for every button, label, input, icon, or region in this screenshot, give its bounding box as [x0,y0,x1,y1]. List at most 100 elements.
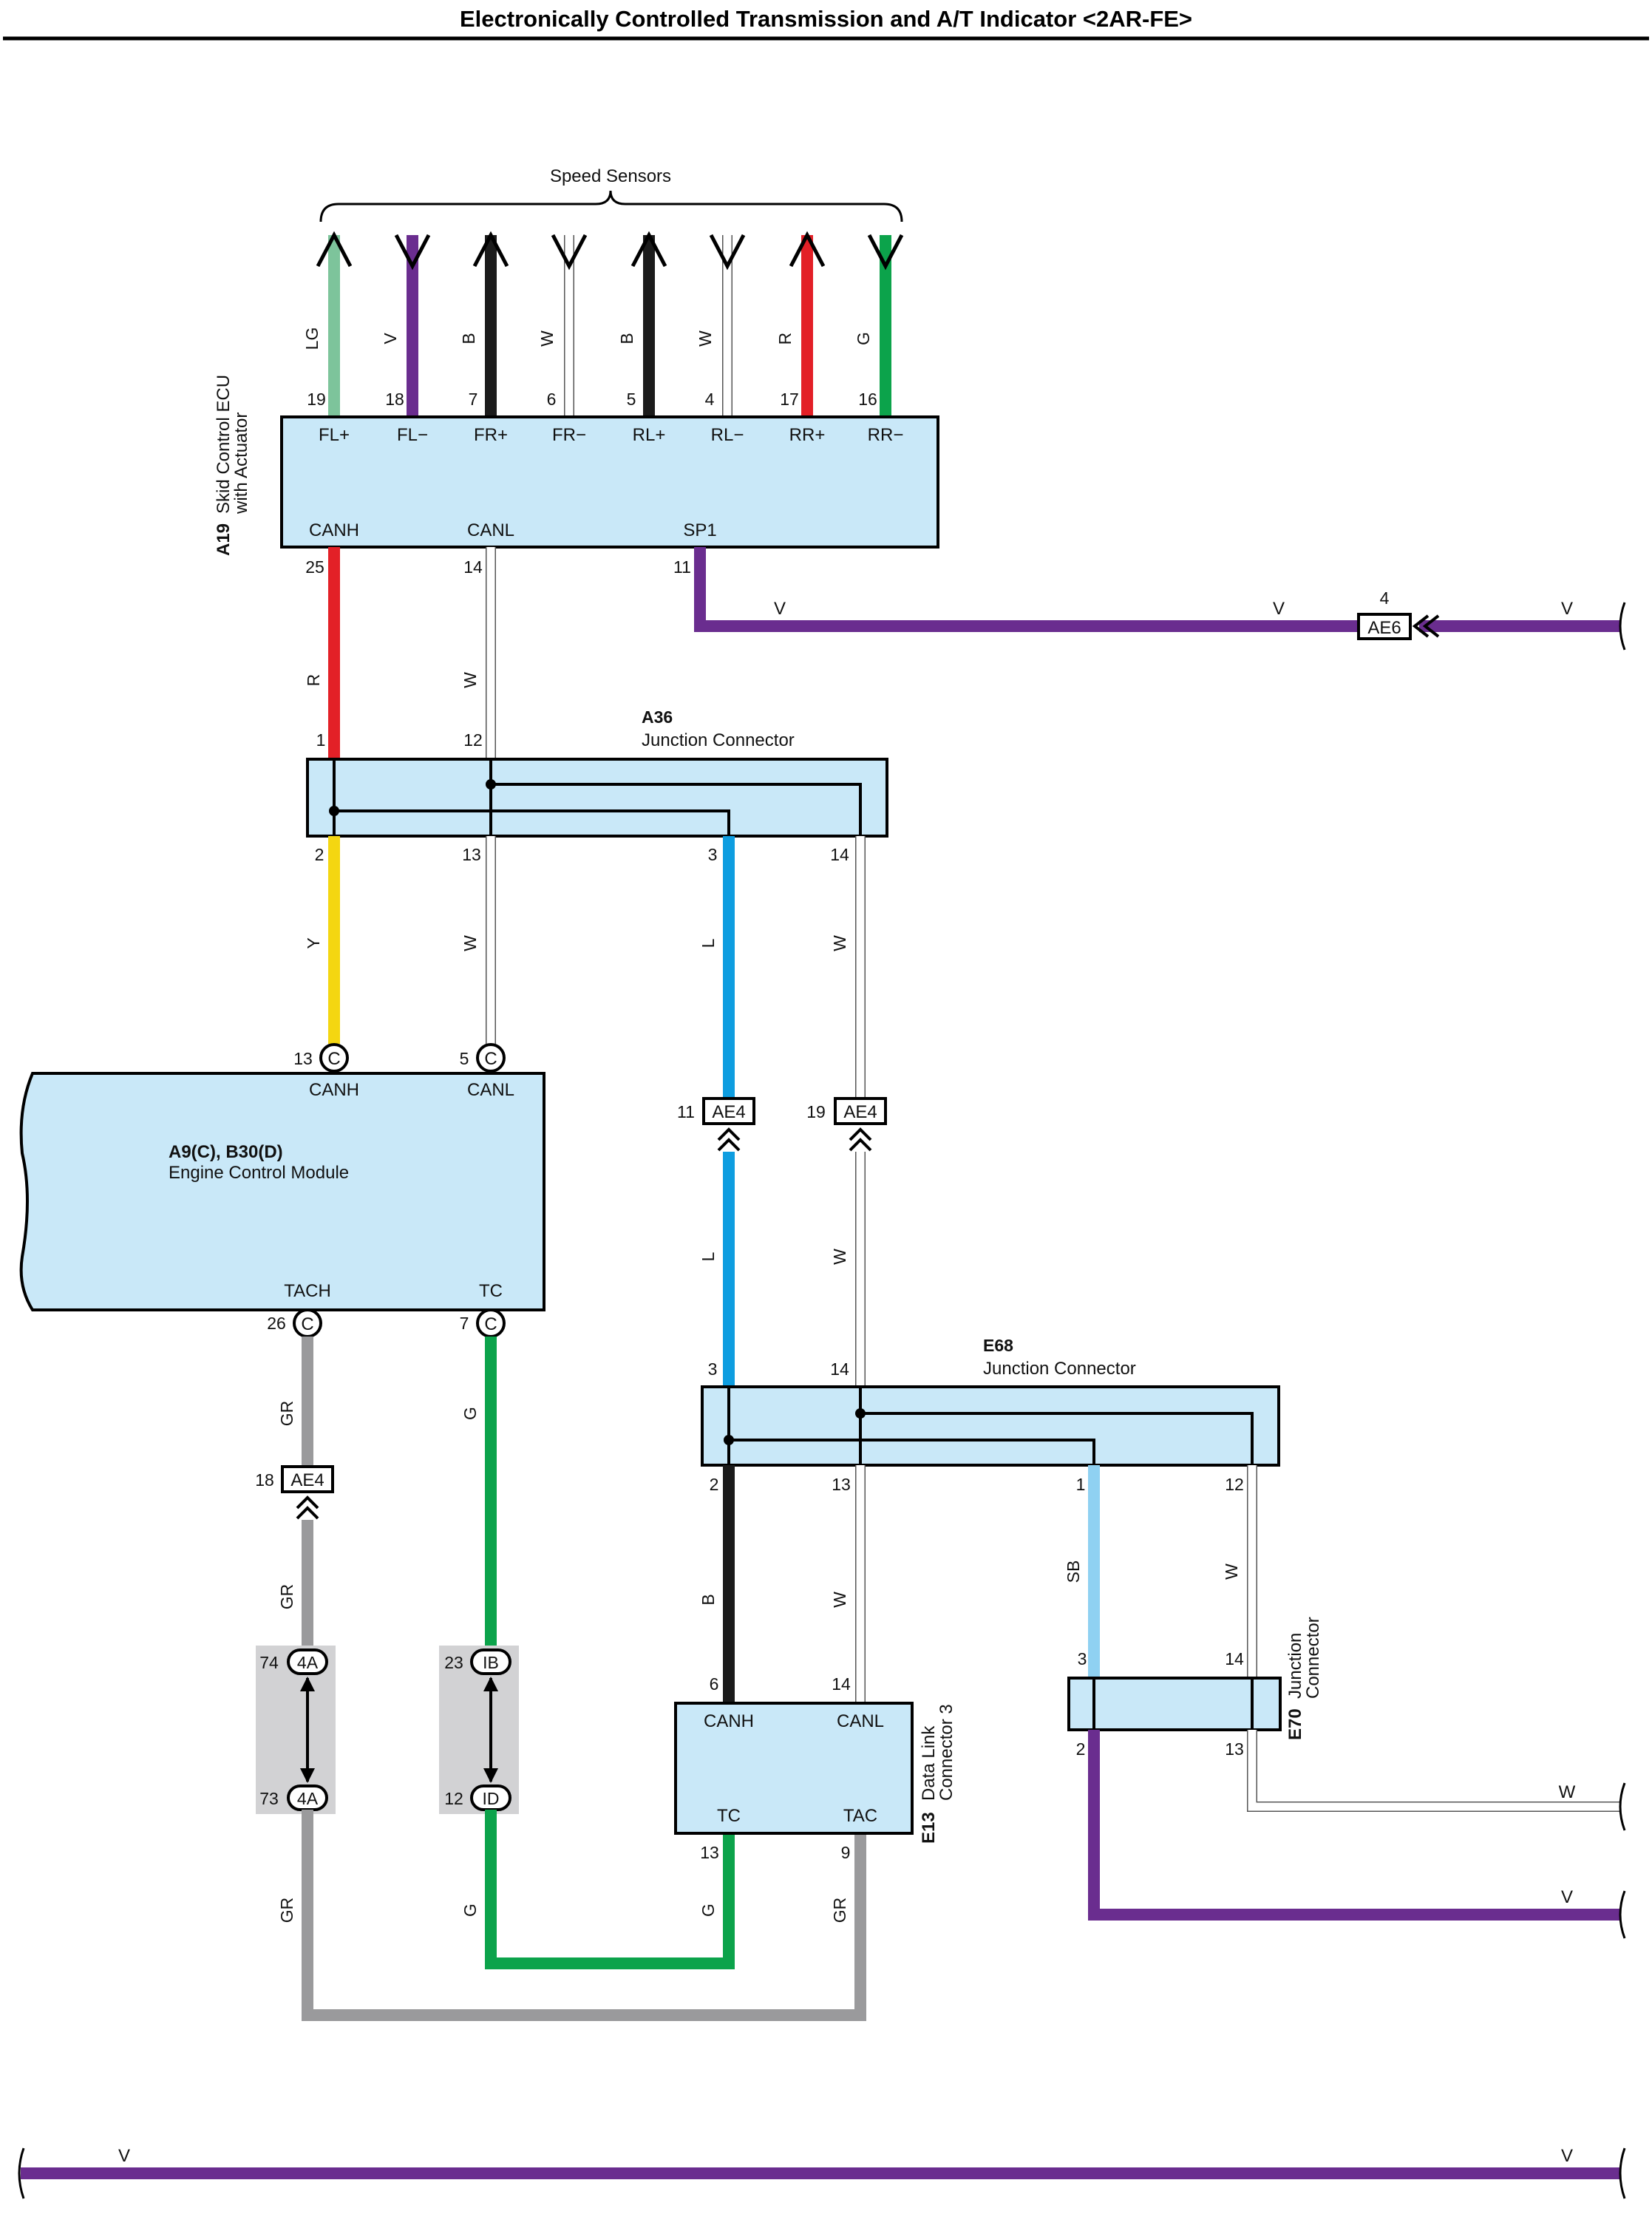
a19-signal-RR−: RR− [868,425,904,445]
a19-sp1-label: SP1 [683,520,716,540]
e68-name: Junction Connector [983,1359,1136,1379]
e68-splice-dot [855,1408,866,1419]
inline-4a-top: 4A 74 [259,1648,328,1675]
ae4-l-pin: 11 [677,1102,695,1121]
wire-g-to-tc [485,1810,735,1969]
a19-signal-FL+: FL+ [319,425,350,445]
a19-canh-label: CANH [309,520,359,540]
e70-name-line2: Connector [1303,1617,1323,1699]
a36-box [306,758,888,838]
speed-sensor-wire-RL−: W4 [696,234,746,417]
break-mark-v [1619,1890,1626,1939]
speed-sensor-color-label: LG [302,327,322,350]
inline-4a-pin-bottom: 73 [259,1789,279,1808]
ae4-connector-gr: AE4 18 [255,1465,334,1520]
a19-signal-RR+: RR+ [789,425,826,445]
speed-sensor-pin: 18 [385,390,404,409]
a19-name-line1: Skid Control ECU [214,375,234,514]
a19-canl-label: CANL [467,520,514,540]
ecm-pin-tach: 26 [267,1314,286,1333]
speed-sensor-wire-FL+: LG 19 [302,231,353,417]
inline-ib-bottom: ID 12 [444,1785,511,1811]
wire-label-g1: G [460,1407,480,1420]
ecm-pin-canl: 5 [460,1049,469,1068]
arrow-down-icon [394,234,431,271]
wire-label-gr1: GR [277,1401,296,1427]
inline-ib-top: IB 23 [444,1648,511,1675]
e13-pin-canl: 14 [832,1674,851,1694]
a19-signal-FR+: FR+ [474,425,508,445]
inline-ib-top-label: IB [483,1653,499,1672]
speed-sensor-pin: 4 [705,390,715,409]
ae4-connector-w: AE4 19 [806,1097,887,1152]
ecm-conn-label: C [484,1314,497,1334]
speed-sensors-brace [319,190,903,223]
e70-pin-3: 3 [1078,1649,1087,1668]
e68-pin-2: 2 [710,1475,719,1494]
e13-box [674,1702,914,1835]
wire-gr-to-tac [302,1810,866,2021]
e70-box [1067,1677,1282,1731]
e68-box [701,1385,1280,1467]
wire-label-l: L [698,938,718,948]
wire-label-gr-e13: GR [830,1898,849,1923]
a36-name: Junction Connector [642,730,795,750]
a19-name: A19 Skid Control ECU with Actuator [214,375,251,556]
wire-label-w14: W [830,935,849,951]
speed-sensor-color-label: W [537,330,557,347]
wire-v-right [1088,1730,1621,1921]
speed-sensor-pin: 19 [307,390,326,409]
ecm-id: A9(C), B30(D) [169,1142,283,1162]
e13-name: E13 Data Link Connector 3 [919,1704,956,1844]
arrow-up-icon [316,231,353,268]
ae6-pin: 4 [1380,588,1390,608]
wire-label-g-left: G [460,1904,480,1917]
e70-name-line1: Junction [1285,1633,1305,1699]
ecm-pin-c-tc: C [476,1308,506,1338]
a36-pin-1: 1 [316,730,326,750]
speed-sensor-color-label: R [775,333,795,345]
ae4-w-pin: 19 [806,1102,826,1121]
wire-label-v-bottom-left: V [118,2146,130,2166]
wire-label-sb: SB [1064,1561,1083,1583]
speed-sensor-color-label: B [617,333,636,344]
arrow-up-icon [630,231,667,268]
ecm-pin-c-canh: C [319,1043,349,1073]
a36-splice-dot [329,806,339,816]
speed-sensor-pin: 7 [469,390,478,409]
break-mark-sp1 [1619,602,1626,651]
wire-label-w-e13: W [830,1592,849,1608]
wire-label-v-bottom-right: V [1561,2146,1573,2166]
a36-id: A36 [642,707,673,727]
speed-sensor-wire-RR−: G16 [854,234,904,417]
a36-pin-2: 2 [315,845,324,864]
e13-pin-tc: 13 [700,1843,719,1862]
speed-sensor-pin: 6 [547,390,557,409]
speed-sensor-pin: 5 [627,390,636,409]
speed-sensors-label: Speed Sensors [550,166,671,186]
ecm-canl-label: CANL [467,1080,514,1100]
ae4-l-label: AE4 [712,1102,745,1122]
a19-box [280,415,939,549]
inline-ib-link [483,1677,498,1783]
e13-canh-label: CANH [704,1711,754,1731]
sp1-wire-label-2: V [1273,599,1285,619]
speed-sensor-color-label: B [459,333,478,344]
break-mark-bottom-left [18,2147,25,2199]
a19-id: A19 [214,523,234,556]
sp1-wire-label-3: V [1561,599,1573,619]
e13-pin-tac: 9 [841,1843,851,1862]
ecm-conn-label: C [327,1049,340,1069]
a36-internal [333,759,862,836]
speed-sensor-color-label: W [696,330,715,347]
a19-pin-canl: 14 [463,557,483,577]
e13-name-line2: Connector 3 [937,1704,956,1801]
speed-sensor-color-label: G [854,332,873,345]
e13-id: E13 [919,1812,939,1844]
inline-4a-bottom: 4A 73 [259,1785,328,1811]
wire-w-right [1247,1730,1621,1812]
e13-tac-label: TAC [843,1806,877,1826]
e70-pin-14: 14 [1225,1649,1244,1668]
